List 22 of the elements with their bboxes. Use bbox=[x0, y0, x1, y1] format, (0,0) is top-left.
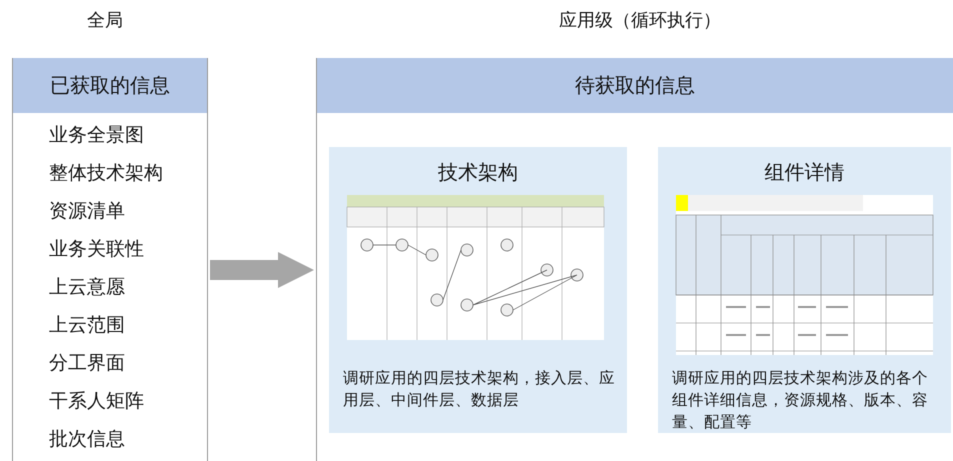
panel-header: 待获取的信息 bbox=[317, 58, 953, 113]
panel-header: 已获取的信息 bbox=[13, 58, 207, 113]
list-item: 批次信息 bbox=[49, 427, 125, 452]
list-item: 业务关联性 bbox=[49, 237, 144, 262]
card-description: 调研应用的四层技术架构涉及的各个组件详细信息，资源规格、版本、容量、配置等 bbox=[672, 368, 929, 433]
card-description: 调研应用的四层技术架构，接入层、应用层、中间件层、数据层 bbox=[343, 368, 615, 411]
list-item: 上云范围 bbox=[49, 313, 125, 338]
arrow bbox=[210, 252, 314, 288]
list-item: 上云意愿 bbox=[49, 275, 125, 300]
list-item: 整体技术架构 bbox=[49, 161, 163, 186]
list-item: 业务全景图 bbox=[49, 123, 144, 148]
info-panel bbox=[316, 58, 953, 461]
list-item: 分工界面 bbox=[49, 351, 125, 376]
column-heading: 应用级（循环执行） bbox=[558, 9, 722, 32]
list-item: 干系人矩阵 bbox=[49, 389, 144, 414]
info-card bbox=[329, 147, 627, 433]
card-title: 技术架构 bbox=[437, 159, 519, 186]
card-title: 组件详情 bbox=[764, 159, 846, 186]
list-item: 资源清单 bbox=[49, 199, 125, 224]
info-card bbox=[658, 147, 951, 433]
column-heading: 全局 bbox=[86, 9, 124, 32]
info-panel bbox=[12, 58, 208, 461]
